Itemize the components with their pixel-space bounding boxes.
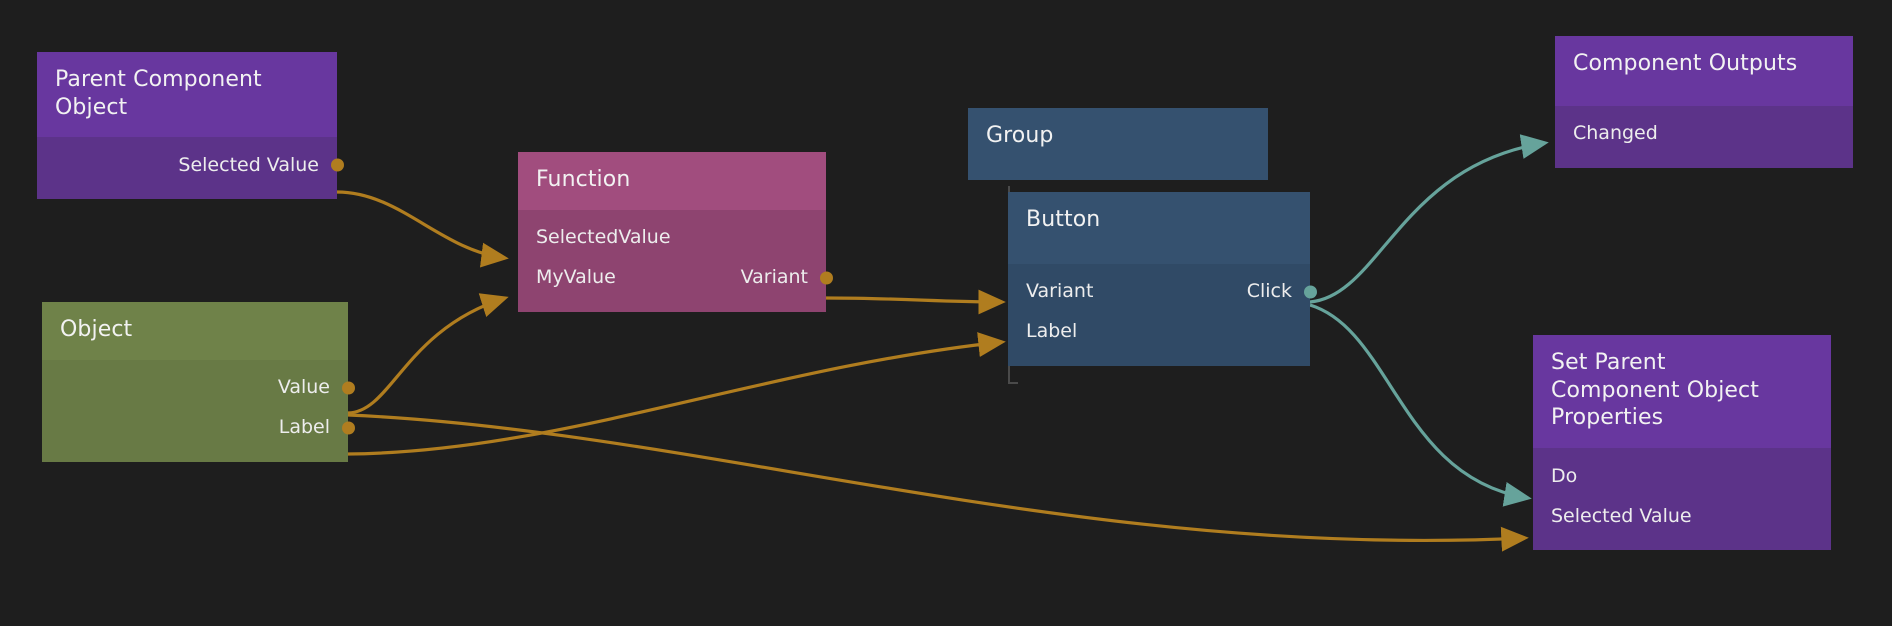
port-row-componentoutputs-changed-in[interactable]: Changed [1555, 114, 1853, 154]
port-dot-selected-value-output[interactable] [330, 158, 344, 172]
port-label-selected-value: Selected Value [178, 153, 319, 176]
node-body-function: SelectedValue MyValue Variant [518, 209, 833, 312]
node-body-object: Value Label [42, 359, 355, 462]
port-label-function-myvalue: MyValue [536, 266, 616, 289]
node-title-parent-component-object: Parent Component Object [37, 52, 337, 138]
port-dot-function-variant-output[interactable] [819, 271, 833, 285]
node-title-function: Function [518, 152, 826, 210]
node-title-set-parent-component-object-properties: Set Parent Component Object Properties [1533, 335, 1831, 449]
node-title-object: Object [42, 302, 348, 360]
wire-button-click-to-setparent-do [1309, 303, 1532, 507]
wire-button-click-to-componentoutputs-changed [1309, 134, 1549, 304]
port-label-setparent-do: Do [1551, 464, 1578, 487]
port-row-button-label-in[interactable]: Label [1008, 312, 1310, 352]
port-row-function-myvalue-variant[interactable]: MyValue Variant [518, 258, 833, 298]
port-row-object-label-out[interactable]: Label [42, 408, 355, 448]
wire-function-variant-to-button-variant [825, 289, 1006, 315]
port-label-function-selectedvalue: SelectedValue [536, 226, 671, 249]
node-body-component-outputs: Changed [1555, 105, 1853, 168]
wire-object-value-to-function-myvalue [347, 293, 509, 415]
node-body-parent-component-object: Selected Value [37, 137, 344, 200]
port-label-function-variant: Variant [740, 266, 808, 289]
port-dot-object-label-output[interactable] [341, 421, 355, 435]
port-label-button-label: Label [1026, 320, 1078, 343]
node-function[interactable]: Function SelectedValue MyValue Variant [518, 152, 833, 312]
port-label-setparent-selectedvalue: Selected Value [1551, 504, 1692, 527]
group-bracket-foot [1008, 382, 1018, 384]
port-row-selected-value-out[interactable]: Selected Value [37, 145, 344, 185]
port-label-object-value: Value [277, 376, 330, 399]
port-row-object-value-out[interactable]: Value [42, 368, 355, 408]
port-label-button-variant: Variant [1026, 280, 1094, 303]
port-label-componentoutputs-changed: Changed [1573, 122, 1658, 145]
node-title-component-outputs: Component Outputs [1555, 36, 1853, 106]
node-button[interactable]: Button Variant Click Label [1008, 192, 1317, 366]
port-row-function-selectedvalue-in[interactable]: SelectedValue [518, 218, 826, 258]
port-row-setparent-do-in[interactable]: Do [1533, 456, 1831, 496]
port-label-button-click: Click [1246, 280, 1292, 303]
port-dot-object-value-output[interactable] [341, 381, 355, 395]
node-title-button: Button [1008, 192, 1310, 264]
node-object[interactable]: Object Value Label [42, 302, 355, 462]
node-parent-component-object[interactable]: Parent Component Object Selected Value [37, 52, 344, 200]
wire-pco-selectedvalue-to-function-selectedvalue [336, 190, 509, 268]
node-body-button: Variant Click Label [1008, 263, 1317, 366]
wire-object-label-to-button-label [347, 332, 1006, 456]
wire-object-value-to-setparent-selectedvalue [347, 413, 1529, 552]
port-row-button-variant-click[interactable]: Variant Click [1008, 272, 1317, 312]
node-component-outputs[interactable]: Component Outputs Changed [1555, 36, 1853, 168]
node-set-parent-component-object-properties[interactable]: Set Parent Component Object Properties D… [1533, 335, 1831, 551]
port-row-setparent-selectedvalue-in[interactable]: Selected Value [1533, 496, 1831, 536]
node-title-group: Group [986, 123, 1054, 148]
node-body-set-parent-component-object-properties: Do Selected Value [1533, 448, 1831, 551]
port-label-object-label: Label [278, 416, 330, 439]
port-dot-button-click-output[interactable] [1303, 285, 1317, 299]
node-group[interactable]: Group [968, 108, 1268, 180]
